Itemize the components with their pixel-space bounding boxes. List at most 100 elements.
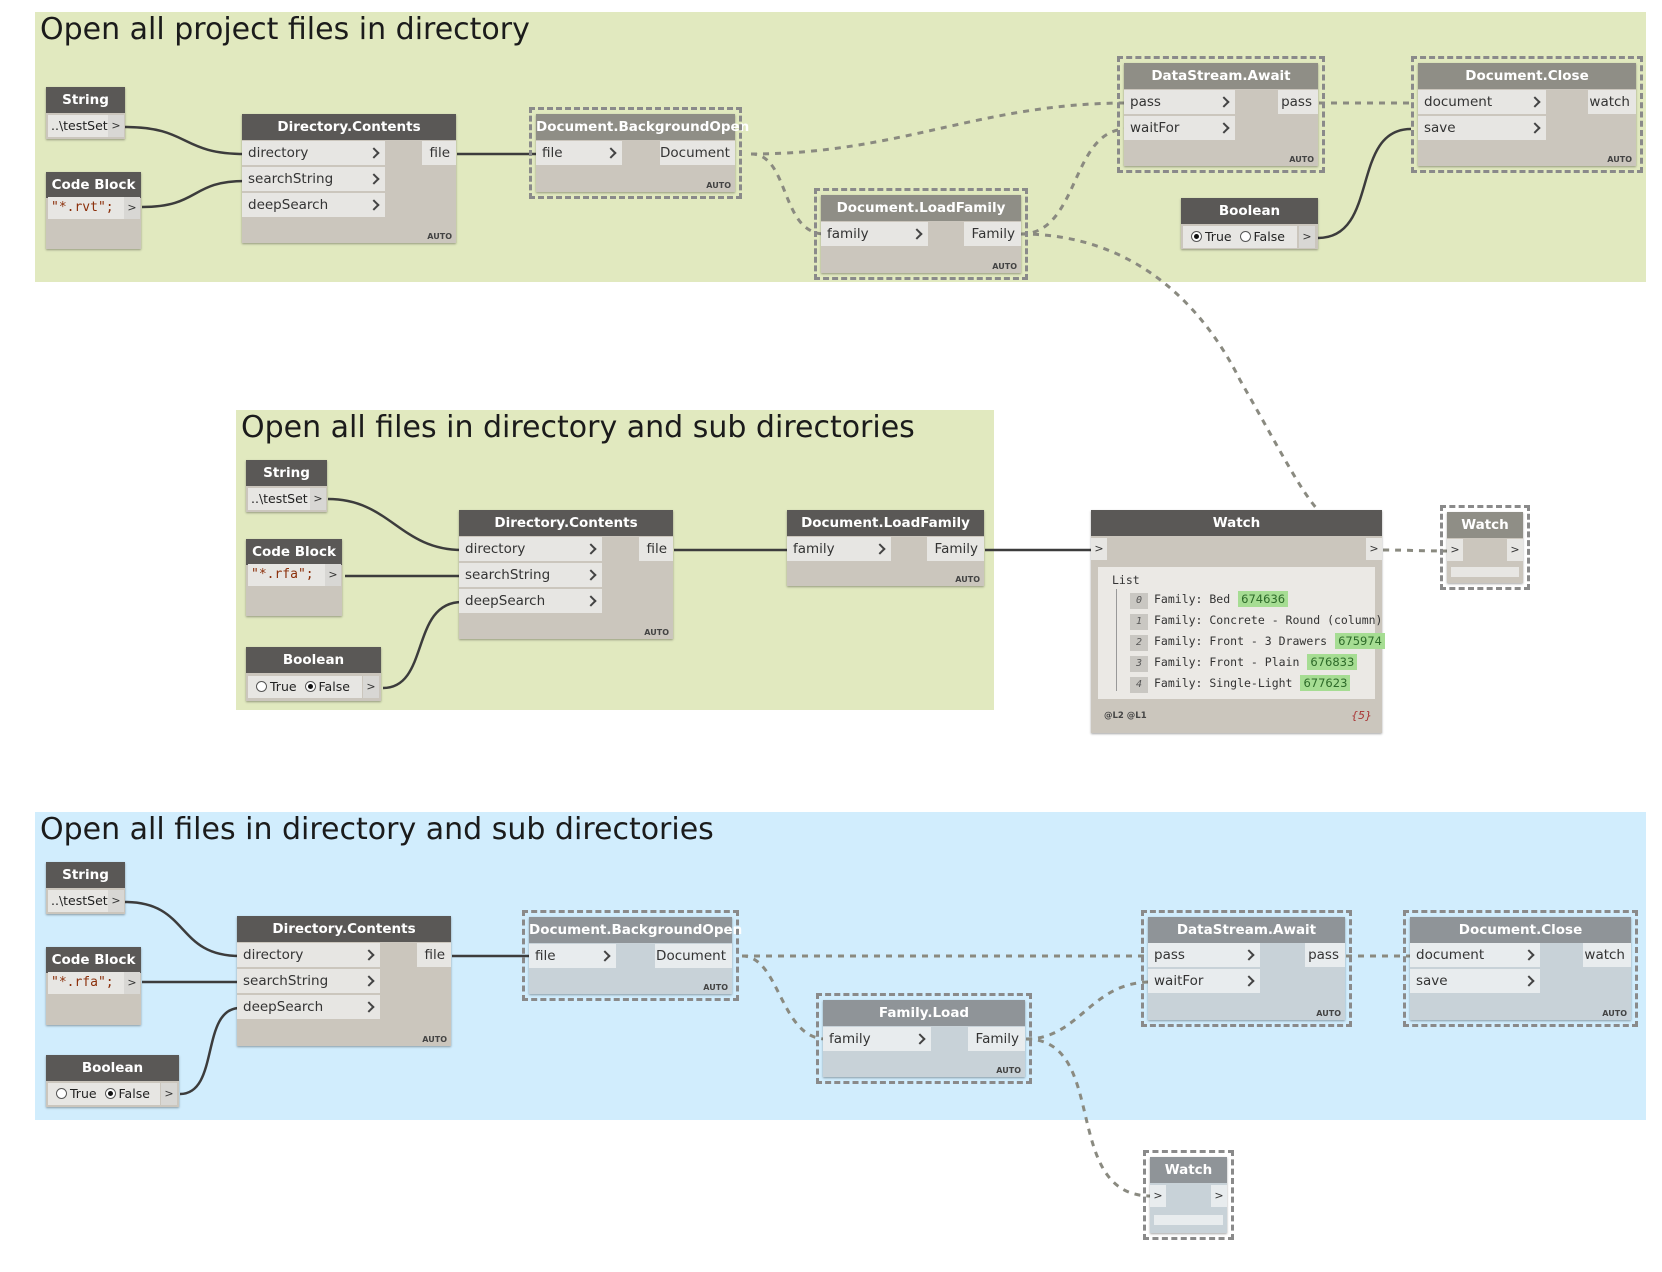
input-port-searchstring[interactable]: searchString — [459, 563, 602, 587]
boolean-node[interactable]: Boolean True False > — [1181, 198, 1318, 249]
output-port-watch[interactable]: watch — [1583, 943, 1631, 967]
radio-true[interactable] — [256, 681, 267, 692]
string-value[interactable]: ..\testSet — [48, 115, 109, 137]
output-port-family[interactable]: Family — [927, 537, 984, 561]
directory-contents-node[interactable]: Directory.Contents directory searchStrin… — [459, 510, 673, 639]
document-close-node[interactable]: Document.Close document save watch AUTO — [1403, 910, 1638, 1027]
input-port-directory[interactable]: directory — [242, 141, 385, 165]
document-close-node[interactable]: Document.Close document save watch AUTO — [1411, 56, 1643, 173]
output-port-arrow[interactable]: > — [310, 488, 326, 510]
watch-node-small[interactable]: Watch > > — [1143, 1150, 1234, 1240]
node-title: Document.Close — [1418, 63, 1636, 89]
directory-contents-node[interactable]: Directory.Contents directory searchStrin… — [242, 114, 456, 243]
input-port-document[interactable]: document — [1418, 90, 1546, 114]
output-port-arrow[interactable]: > — [1507, 539, 1523, 561]
node-title: Watch — [1150, 1157, 1227, 1183]
output-port-arrow[interactable]: > — [1211, 1185, 1227, 1207]
node-title: Code Block — [46, 172, 141, 198]
watch-list-header: List — [1112, 573, 1140, 587]
code-block-value[interactable]: "*.rfa"; — [248, 564, 326, 586]
output-port-arrow[interactable]: > — [325, 564, 341, 586]
output-port-file[interactable]: file — [422, 141, 456, 165]
output-port-document[interactable]: Document — [655, 944, 732, 968]
output-port-watch[interactable]: watch — [1588, 90, 1636, 114]
radio-false[interactable] — [304, 681, 316, 692]
string-node[interactable]: String ..\testSet > — [46, 87, 125, 139]
output-port-arrow[interactable]: > — [108, 115, 124, 137]
input-port-deepsearch[interactable]: deepSearch — [242, 193, 385, 217]
watch-levels: @L2 @L1 — [1104, 711, 1147, 721]
radio-true[interactable] — [56, 1088, 67, 1099]
input-port-arrow[interactable]: > — [1150, 1185, 1166, 1207]
radio-false[interactable] — [104, 1088, 116, 1099]
input-port-family[interactable]: family — [821, 222, 928, 246]
load-family-node[interactable]: Document.LoadFamily family Family AUTO — [787, 510, 984, 586]
output-port-arrow[interactable]: > — [1366, 538, 1382, 560]
input-port-save[interactable]: save — [1418, 116, 1546, 140]
code-block-node[interactable]: Code Block "*.rfa"; > — [46, 947, 141, 1025]
output-port-arrow[interactable]: > — [1299, 226, 1315, 248]
node-title: Document.BackgroundOpen — [536, 114, 749, 140]
boolean-node[interactable]: Boolean True False > — [246, 647, 381, 701]
output-port-pass[interactable]: pass — [1305, 943, 1345, 967]
datastream-await-node[interactable]: DataStream.Await pass waitFor pass AUTO — [1117, 56, 1325, 173]
input-port-file[interactable]: file — [536, 141, 622, 165]
node-title: Watch — [1091, 510, 1382, 536]
output-port-file[interactable]: file — [417, 943, 451, 967]
input-port-pass[interactable]: pass — [1148, 943, 1260, 967]
input-port-save[interactable]: save — [1410, 969, 1540, 993]
code-block-value[interactable]: "*.rvt"; — [48, 197, 125, 219]
radio-true[interactable] — [1191, 231, 1202, 242]
input-port-arrow[interactable]: > — [1447, 539, 1463, 561]
input-port-directory[interactable]: directory — [237, 943, 380, 967]
load-family-node[interactable]: Document.LoadFamily family Family AUTO — [814, 188, 1028, 280]
directory-contents-node[interactable]: Directory.Contents directory searchStrin… — [237, 916, 451, 1046]
output-port-pass[interactable]: pass — [1278, 90, 1318, 114]
string-node[interactable]: String ..\testSet > — [46, 862, 125, 914]
lacing-auto: AUTO — [1316, 1009, 1341, 1018]
output-port-arrow[interactable]: > — [108, 890, 124, 912]
radio-false[interactable] — [1239, 231, 1251, 242]
radio-true-label: True — [270, 679, 297, 694]
background-open-node[interactable]: Document.BackgroundOpen file Document AU… — [522, 910, 742, 1001]
output-port-file[interactable]: file — [639, 537, 673, 561]
node-title: Directory.Contents — [237, 916, 451, 942]
output-port-arrow[interactable]: > — [124, 197, 140, 219]
node-title: Document.LoadFamily — [787, 510, 984, 536]
watch-empty-area — [1451, 567, 1519, 577]
datastream-await-node[interactable]: DataStream.Await pass waitFor pass AUTO — [1141, 910, 1352, 1027]
watch-node-small[interactable]: Watch > > — [1440, 505, 1530, 590]
output-port-arrow[interactable]: > — [124, 972, 140, 994]
output-port-family[interactable]: Family — [964, 222, 1021, 246]
code-block-value[interactable]: "*.rfa"; — [48, 972, 125, 994]
input-port-file[interactable]: file — [529, 944, 616, 968]
group-title: Open all files in directory and sub dire… — [241, 410, 915, 445]
string-node[interactable]: String ..\testSet > — [246, 460, 327, 512]
output-port-arrow[interactable]: > — [161, 1083, 177, 1105]
code-block-node[interactable]: Code Block "*.rfa"; > — [246, 539, 342, 616]
input-port-pass[interactable]: pass — [1124, 90, 1235, 114]
input-port-waitfor[interactable]: waitFor — [1148, 969, 1260, 993]
string-value[interactable]: ..\testSet — [48, 890, 109, 912]
family-load-node[interactable]: Family.Load family Family AUTO — [816, 993, 1032, 1084]
boolean-options: True False — [1183, 226, 1297, 248]
input-port-family[interactable]: family — [787, 537, 891, 561]
background-open-node[interactable]: Document.BackgroundOpen file Document AU… — [529, 107, 749, 199]
input-port-searchstring[interactable]: searchString — [237, 969, 380, 993]
input-port-deepsearch[interactable]: deepSearch — [459, 589, 602, 613]
boolean-node[interactable]: Boolean True False > — [46, 1055, 179, 1107]
output-port-family[interactable]: Family — [968, 1027, 1025, 1051]
code-block-node[interactable]: Code Block "*.rvt"; > — [46, 172, 141, 249]
string-value[interactable]: ..\testSet — [248, 488, 311, 510]
input-port-document[interactable]: document — [1410, 943, 1540, 967]
input-port-arrow[interactable]: > — [1091, 538, 1107, 560]
input-port-waitfor[interactable]: waitFor — [1124, 116, 1235, 140]
input-port-searchstring[interactable]: searchString — [242, 167, 385, 191]
input-port-deepsearch[interactable]: deepSearch — [237, 995, 380, 1019]
input-port-directory[interactable]: directory — [459, 537, 602, 561]
output-port-arrow[interactable]: > — [363, 676, 379, 698]
input-port-family[interactable]: family — [823, 1027, 931, 1051]
group-title: Open all project files in directory — [40, 12, 530, 47]
output-port-document[interactable]: Document — [660, 141, 735, 165]
